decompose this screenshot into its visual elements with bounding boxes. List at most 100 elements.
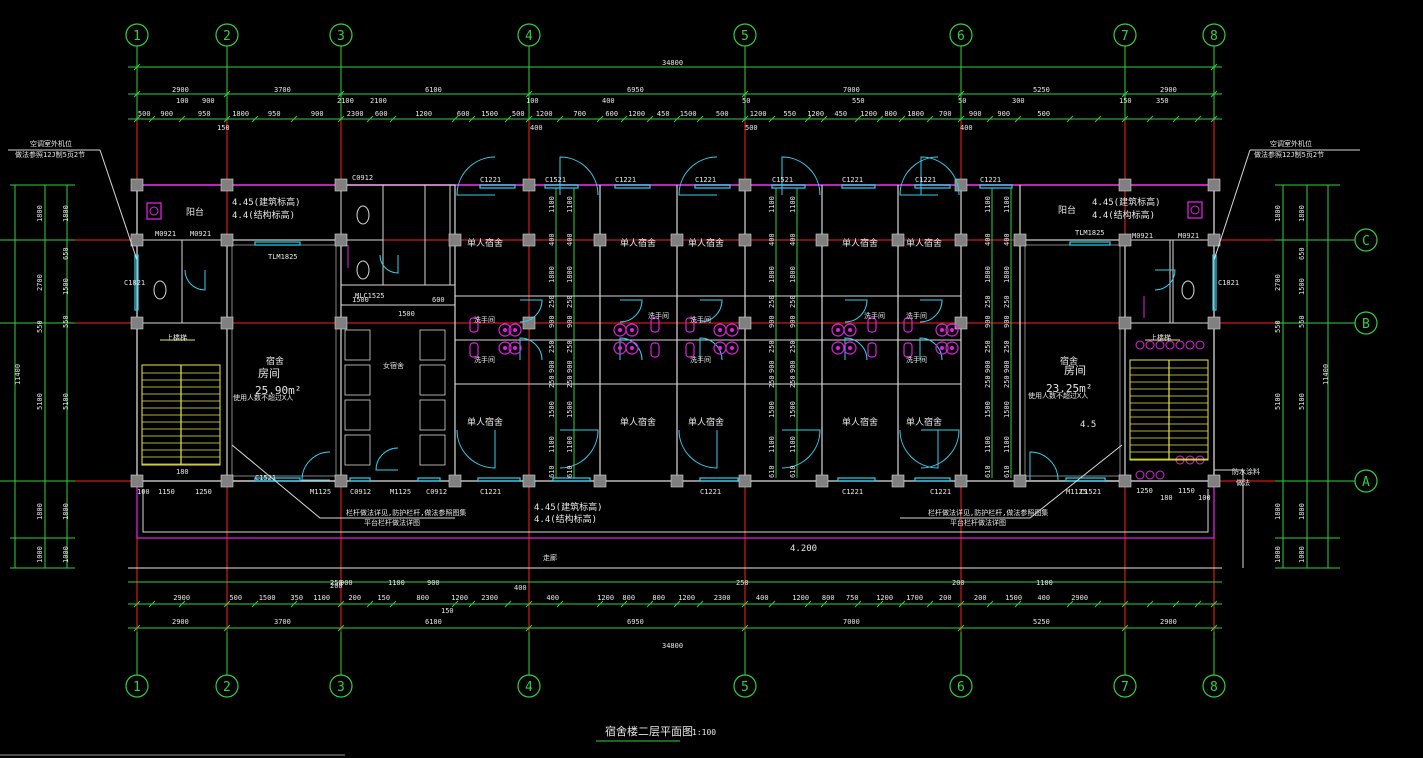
dim-top-3: 2300 xyxy=(347,110,364,118)
toilet-fixture xyxy=(650,317,660,333)
dim-left-inner: 1800 xyxy=(62,503,70,520)
bubble-label: 6 xyxy=(957,680,965,695)
dim-tick xyxy=(957,624,965,632)
sink-drain xyxy=(618,328,622,332)
dim-top-2: 2100 xyxy=(370,97,387,105)
label-room-10: 单人宿舍 xyxy=(906,416,942,428)
dim-tick xyxy=(525,624,533,632)
dim-top-3: 500 xyxy=(512,110,525,118)
window xyxy=(479,184,516,189)
stairs xyxy=(8,149,1360,568)
drawing-title-block: 宿舍楼二层平面图 1:100 xyxy=(0,724,716,756)
bubble-label: 7 xyxy=(1121,680,1129,695)
bike-ring xyxy=(1135,470,1145,480)
toilet-fixture xyxy=(469,342,479,358)
dim-tick xyxy=(1094,600,1102,608)
sink-drain xyxy=(730,346,734,350)
structural-column xyxy=(1207,178,1221,192)
wc-pan xyxy=(1181,280,1195,300)
label-wash-7: 洗手间 xyxy=(906,311,927,320)
dim-interior: 900 xyxy=(1003,315,1011,328)
label-balcony-left: 阳台 xyxy=(186,206,204,218)
dim-interior: 250 xyxy=(789,375,797,388)
dim-bottom-0: 200 xyxy=(952,579,965,587)
dim-left-outer: 1000 xyxy=(36,546,44,563)
sink-drain xyxy=(730,328,734,332)
structural-column xyxy=(670,233,684,247)
leader-corridor-right xyxy=(900,444,1123,519)
dim-top-3: 450 xyxy=(834,110,847,118)
dim-top-3b: 400 xyxy=(960,124,973,132)
dim-tick xyxy=(1146,115,1154,123)
dim-right-outer: 5100 xyxy=(1274,393,1282,410)
window xyxy=(979,184,1013,189)
bike-ring xyxy=(1155,470,1165,480)
dim-top-3: 1200 xyxy=(750,110,767,118)
sink-bowl xyxy=(843,323,857,337)
dim-interior: 900 xyxy=(566,360,574,373)
note-left-top-2: 做法参照12J制5页2节 xyxy=(15,150,85,159)
dim-top-3: 950 xyxy=(268,110,281,118)
door-window-tag: C1521 xyxy=(1080,488,1101,496)
sink-drain xyxy=(513,328,517,332)
sink-drain xyxy=(630,328,634,332)
door-window-tag: C1521 xyxy=(545,176,566,184)
label-wash-5: 洗手间 xyxy=(690,355,711,364)
room-labels: 阳台 阳台 4.45(建筑标高) 4.4(结构标高) 4.45(建筑标高) 4.… xyxy=(15,139,1324,562)
dim-tick xyxy=(290,600,298,608)
dim-top-1: 2900 xyxy=(172,86,189,94)
door-swing-wash xyxy=(844,299,868,323)
dim-interior: 250 xyxy=(984,340,992,353)
dim-top-2: 50 xyxy=(742,97,750,105)
dim-bottom-1: 1200 xyxy=(678,594,695,602)
structural-column xyxy=(522,178,536,192)
dim-interior: 1500 xyxy=(789,401,797,418)
dim-right-outer: 550 xyxy=(1274,320,1282,333)
label-stair-right: 上楼梯 xyxy=(1150,333,1171,342)
door-swing-bottom xyxy=(678,429,718,469)
dim-bottom-1: 400 xyxy=(546,594,559,602)
dim-interior: 1800 xyxy=(984,266,992,283)
bike-ring xyxy=(1195,340,1205,350)
window xyxy=(134,254,139,311)
door-window-tag: C1221 xyxy=(480,176,501,184)
dim-bottom-0: 900 xyxy=(427,579,440,587)
dim-a-left: 100 xyxy=(137,488,150,496)
dim-tick xyxy=(1210,624,1218,632)
label-wash-1: 洗手间 xyxy=(474,315,495,324)
window xyxy=(771,184,806,189)
window xyxy=(1069,241,1111,246)
dim-top-3b: 150 xyxy=(217,124,230,132)
door-swing-top xyxy=(678,156,718,196)
dim-tick xyxy=(148,600,156,608)
bike-ring xyxy=(1175,340,1185,350)
dim-tick xyxy=(468,600,476,608)
door-swing-wc-left xyxy=(184,269,206,291)
dim-tick xyxy=(596,600,604,608)
dim-top-3: 1500 xyxy=(680,110,697,118)
wall-shower-left xyxy=(181,239,228,324)
structural-column xyxy=(593,233,607,247)
sink-fixture xyxy=(508,323,522,337)
wall-shower-right xyxy=(1169,239,1215,324)
dim-tick xyxy=(468,115,476,123)
dim-top-3: 1200 xyxy=(415,110,432,118)
dim-tick xyxy=(389,115,397,123)
label-stair-left: 上楼梯 xyxy=(166,333,187,342)
dim-interior: 900 xyxy=(548,315,556,328)
dim-bottom-1: 200 xyxy=(348,594,361,602)
door-window-tag: C1521 xyxy=(772,176,793,184)
label-corridor: 走廊 xyxy=(543,553,557,562)
dim-top-3: 700 xyxy=(939,110,952,118)
structural-column xyxy=(738,316,752,330)
structural-column xyxy=(334,178,348,192)
dim-bottom-0: 1100 xyxy=(1036,579,1053,587)
door-swing-bottom xyxy=(456,429,496,469)
dim-bottom-1: 400 xyxy=(1037,594,1050,602)
dim-bottom-2: 2900 xyxy=(172,618,189,626)
bike-ring xyxy=(1135,340,1145,350)
dim-a-left: 1250 xyxy=(195,488,212,496)
dim-bottom-0b: 400 xyxy=(514,584,527,592)
sink-bowl xyxy=(625,323,639,337)
